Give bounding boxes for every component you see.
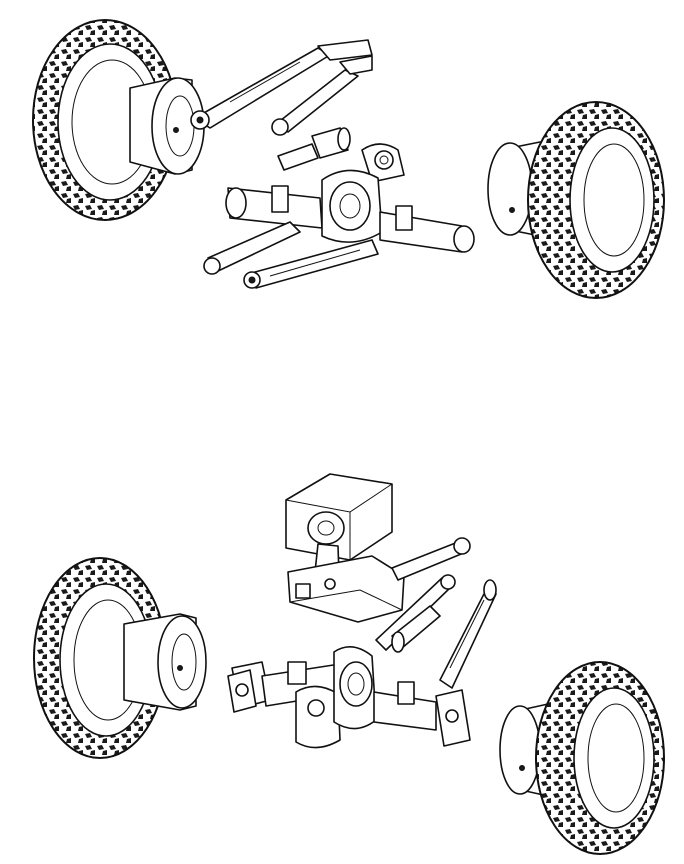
front-axle-housing (231, 646, 437, 749)
rear-right-tire (527, 101, 665, 299)
rear-lower-links (203, 221, 379, 289)
rear-axle-housing (225, 169, 475, 253)
servo-bracket (287, 555, 405, 623)
front-drag-link (391, 537, 471, 581)
front-left-wheel-rim (123, 613, 207, 711)
front-axle-assembly (33, 473, 665, 855)
rear-upper-links (190, 39, 373, 136)
front-right-knuckle (435, 689, 471, 747)
front-steering-links (375, 574, 497, 689)
rear-diff-cover (361, 143, 405, 183)
front-left-knuckle (227, 669, 257, 713)
front-driveshaft (391, 605, 441, 653)
front-right-tire (535, 661, 665, 855)
rear-driveshaft (277, 127, 351, 171)
rear-axle-assembly (32, 19, 665, 299)
rear-left-wheel-rim (129, 77, 205, 175)
